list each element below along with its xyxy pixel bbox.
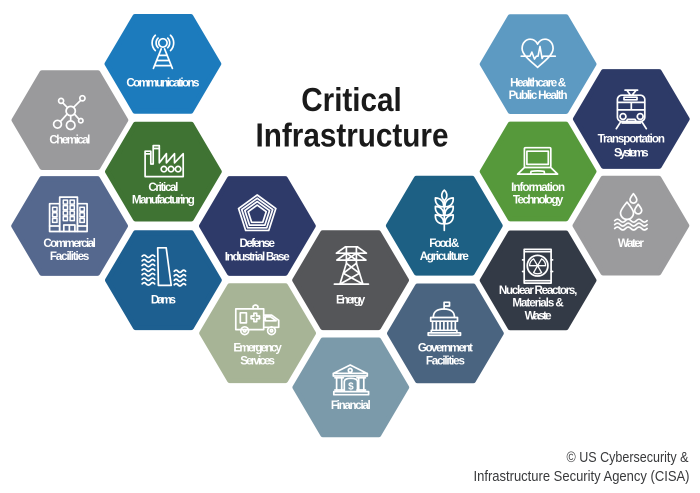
svg-text:Critical: Critical: [148, 181, 178, 194]
svg-text:Dams: Dams: [151, 294, 176, 307]
svg-text:Healthcare &: Healthcare &: [510, 76, 567, 89]
svg-text:Defense: Defense: [240, 237, 276, 250]
svg-text:Water: Water: [618, 237, 644, 250]
svg-text:Information: Information: [511, 181, 565, 194]
svg-text:Communications: Communications: [126, 76, 199, 89]
svg-text:Facilities: Facilities: [50, 250, 90, 263]
svg-text:Services: Services: [240, 355, 275, 368]
svg-text:Agriculture: Agriculture: [420, 250, 470, 263]
svg-text:Industrial Base: Industrial Base: [225, 251, 290, 264]
svg-text:Emergency: Emergency: [233, 342, 282, 355]
svg-text:Waste: Waste: [525, 309, 553, 322]
svg-text:Infrastructure Security Agency: Infrastructure Security Agency (CISA): [474, 468, 690, 485]
svg-text:Systems: Systems: [614, 146, 649, 159]
svg-text:Commercial: Commercial: [43, 237, 96, 250]
svg-text:Energy: Energy: [336, 294, 366, 307]
svg-text:Manufacturing: Manufacturing: [132, 194, 195, 207]
svg-text:Transportation: Transportation: [598, 133, 665, 146]
svg-text:Infrastructure: Infrastructure: [256, 117, 449, 154]
svg-text:Chemical: Chemical: [49, 134, 90, 147]
svg-text:Critical: Critical: [301, 82, 402, 119]
svg-text:Nuclear Reactors,: Nuclear Reactors,: [499, 284, 577, 297]
svg-text:Facilities: Facilities: [426, 355, 465, 368]
svg-text:$: $: [348, 381, 354, 392]
svg-text:Materials &: Materials &: [512, 297, 564, 310]
svg-text:Public Health: Public Health: [509, 89, 568, 102]
svg-text:Financial: Financial: [331, 399, 371, 412]
svg-text:Food &: Food &: [429, 237, 460, 250]
svg-text:Technology: Technology: [513, 194, 564, 207]
svg-text:Government: Government: [418, 342, 473, 355]
svg-text:© US Cybersecurity &: © US Cybersecurity &: [567, 449, 689, 466]
